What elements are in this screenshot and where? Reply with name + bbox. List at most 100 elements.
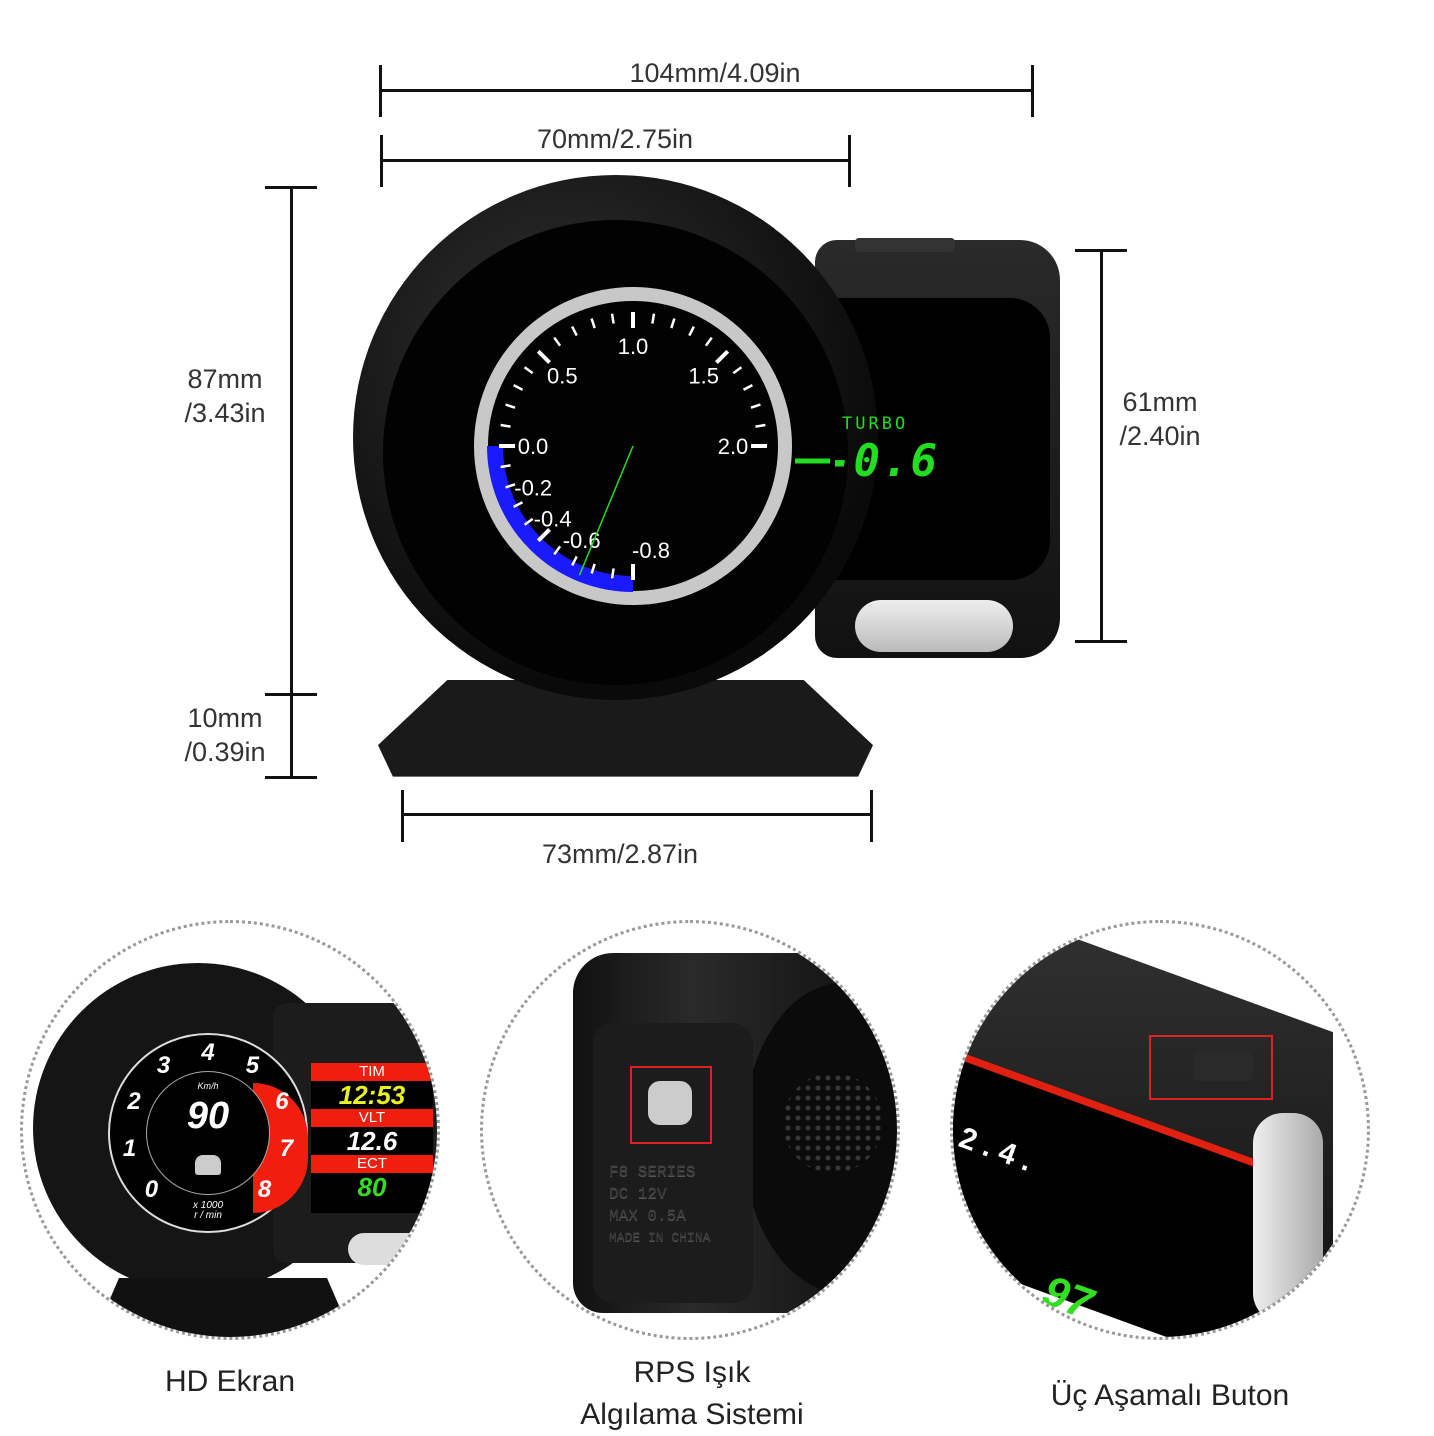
dimension-tick (379, 65, 382, 117)
gauge-tick (750, 403, 761, 409)
gauge-tick (590, 318, 596, 329)
gauge-label: 2.0 (718, 434, 749, 459)
light-sensor-window (1253, 1113, 1323, 1323)
rpm-label: 2 (127, 1088, 141, 1116)
gauge-tick (732, 366, 743, 375)
gauge-tick (500, 464, 511, 469)
gauge-tick (553, 336, 562, 347)
gauge-label: 1.5 (688, 363, 719, 388)
gauge-tick (523, 517, 534, 526)
dimension-line-total-width (381, 89, 1034, 92)
dimension-total-height: 87mm/3.43in (160, 362, 290, 430)
label-line: F8 SERIES (609, 1163, 696, 1181)
light-sensor (648, 1081, 692, 1125)
caption-hd-screen: HD Ekran (164, 1365, 296, 1398)
turbo-label: TURBO (842, 414, 909, 434)
dim-mm: 10mm (187, 703, 263, 733)
label-line: MAX 0.5A (609, 1207, 686, 1225)
gauge-tick (505, 403, 516, 409)
dimension-line-screen-width (382, 159, 850, 162)
gauge-tick (523, 366, 534, 375)
rpm-unit-line2: r / min (194, 1210, 222, 1221)
info-panel: TIM 12:53 VLT 12.6 ECT 80 (311, 1063, 433, 1213)
device-base (93, 1278, 353, 1337)
dim-mm: 87mm (187, 364, 263, 394)
dimension-base-height: 10mm/0.39in (160, 701, 290, 769)
dimension-tick (265, 693, 317, 696)
gauge-tick (688, 326, 695, 337)
dimension-tick (265, 776, 317, 779)
gauge-tick (610, 313, 615, 324)
feature-circle-button: 2 . 4 . 97 (950, 920, 1370, 1340)
gauge-tick (755, 423, 766, 428)
dimension-tick (1075, 249, 1127, 252)
button-highlight-box (1149, 1035, 1273, 1100)
device-top-button[interactable] (855, 238, 955, 252)
dimension-line-height (290, 188, 293, 778)
gauge-label: -0.8 (632, 538, 670, 563)
gauge-label: -0.6 (563, 528, 601, 553)
gauge-label: -0.2 (514, 475, 552, 500)
gauge-tick (742, 384, 753, 391)
three-stage-button[interactable] (1193, 1051, 1253, 1081)
gauge-labels: -0.8 -0.6-0.4 -0.2 0.0 0.5 1.0 1.5 2.0 (514, 334, 748, 563)
dimension-tick (1075, 640, 1127, 643)
side-panel (593, 1023, 753, 1303)
rpm-label: 0 (144, 1175, 159, 1203)
tim-value: 12:53 (338, 1080, 406, 1110)
device-label: F8 SERIES DC 12V MAX 0.5A MADE IN CHINA (609, 1161, 710, 1249)
gauge-tick (704, 336, 713, 347)
light-sensor-window (348, 1233, 428, 1265)
speed-unit: Km/h (197, 1081, 219, 1091)
gauge-tick (590, 563, 596, 574)
label-line: DC 12V (609, 1185, 667, 1203)
boost-gauge: -0.8 -0.6-0.4 -0.2 0.0 0.5 1.0 1.5 2.0 (474, 287, 830, 605)
speed-value: 90 (186, 1095, 230, 1137)
gauge-label: 1.0 (618, 334, 649, 359)
gauge-tick (571, 326, 578, 337)
rpm-label: 3 (156, 1052, 171, 1080)
caption-line2: Algılama Sistemi (580, 1398, 804, 1431)
gauge-label: -0.4 (534, 506, 572, 531)
gauge-ticks (499, 312, 767, 580)
dimension-side-height: 61mm/2.40in (1095, 385, 1225, 453)
speaker-grille (783, 1073, 883, 1173)
rpm-unit-line1: x 1000 (192, 1200, 224, 1211)
tim-label: TIM (311, 1063, 433, 1081)
turbo-value: -0.6 (825, 436, 939, 487)
caption-button: Üç Aşamalı Buton (1050, 1379, 1290, 1412)
ect-value: 80 (357, 1172, 387, 1202)
gauge-tick (536, 528, 551, 543)
gauge-tick (513, 384, 524, 391)
gauge-tick (651, 313, 656, 324)
vacuum-arc (487, 445, 634, 592)
gauge-tick (571, 555, 578, 566)
gauge-label: 0.0 (518, 434, 549, 459)
gauge-tick (670, 318, 676, 329)
dimension-tick (870, 790, 873, 842)
caption-line1: RPS Işık (633, 1356, 751, 1389)
dimension-total-width: 104mm/4.09in (629, 58, 801, 88)
rpm-label: 5 (245, 1052, 260, 1080)
dimension-tick (265, 186, 317, 189)
ect-label: ECT (311, 1155, 433, 1173)
light-sensor-window (855, 600, 1013, 652)
gauge-tick (505, 483, 516, 489)
dimension-tick (848, 135, 851, 187)
dim-in: /0.39in (184, 737, 266, 767)
gauge-label: 0.5 (547, 363, 578, 388)
vlt-value: 12.6 (346, 1126, 398, 1156)
dimension-tick (380, 135, 383, 187)
label-line: MADE IN CHINA (609, 1230, 711, 1245)
dimension-line-base-width (403, 813, 873, 816)
dim-in: /3.43in (184, 398, 266, 428)
rpm-label: 8 (257, 1175, 272, 1203)
gauge-tick (536, 349, 551, 364)
gauge-tick (610, 568, 615, 579)
rpm-label: 6 (275, 1088, 289, 1116)
dim-in: /2.40in (1119, 421, 1201, 451)
gauge-tick (715, 349, 730, 364)
vlt-label: VLT (311, 1109, 433, 1127)
